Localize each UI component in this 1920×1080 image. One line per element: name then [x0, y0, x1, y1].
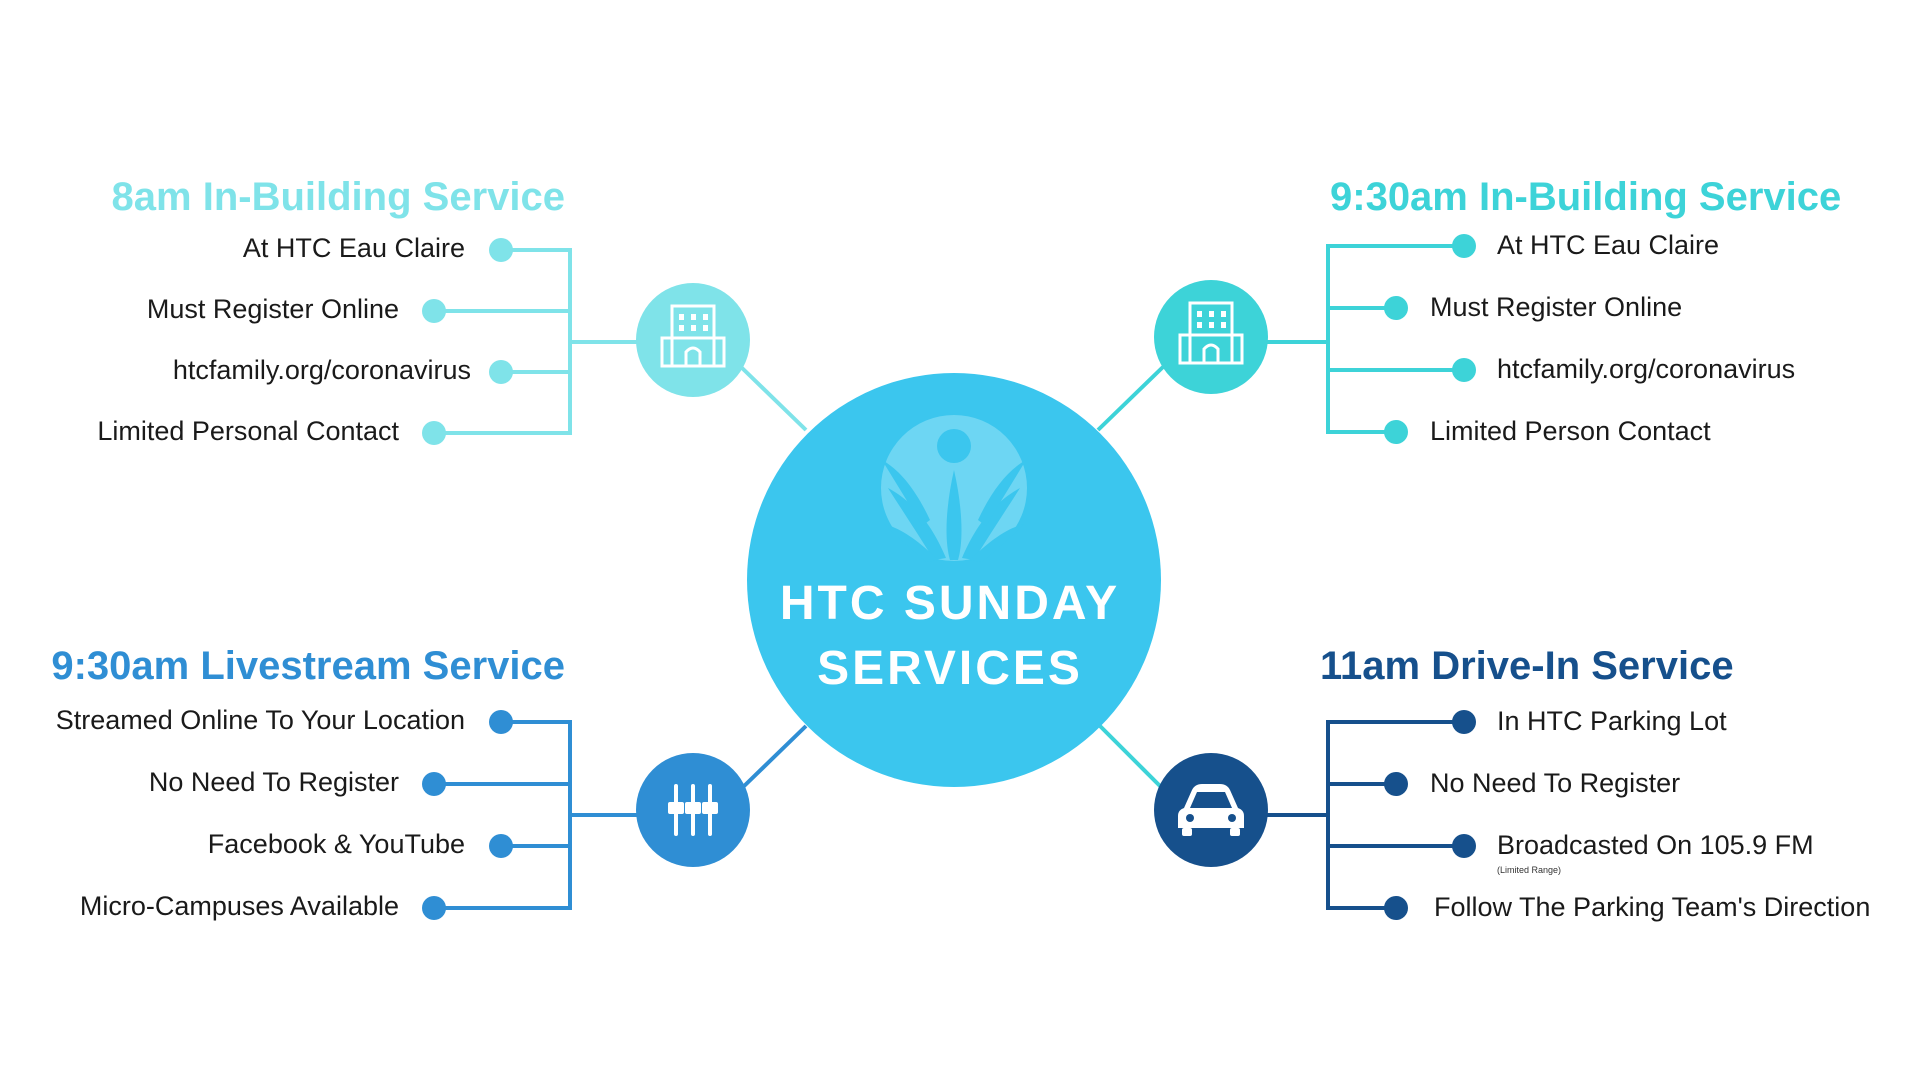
branch-item: In HTC Parking Lot: [1497, 706, 1727, 736]
branch-item: Limited Person Contact: [1430, 416, 1711, 446]
bullet-dot: [1452, 234, 1476, 258]
bullet-dot: [489, 360, 513, 384]
bullet-dot: [422, 772, 446, 796]
branch-item: Micro-Campuses Available: [79, 891, 399, 921]
branch-item: Must Register Online: [1430, 292, 1683, 322]
branch-item: Streamed Online To Your Location: [55, 705, 465, 735]
branch-item: At HTC Eau Claire: [242, 233, 465, 263]
branch-title-bottom-left: 9:30am Livestream Service: [51, 644, 565, 688]
connectors-bottom-left: [434, 720, 808, 910]
bullet-dot: [422, 896, 446, 920]
hub-circle-top-right: [1154, 280, 1268, 394]
branch-item: At HTC Eau Claire: [1497, 230, 1720, 260]
dots-bottom-right: [1384, 710, 1476, 920]
connectors-top-right: [1096, 244, 1464, 434]
church-leaves-logo-icon: [881, 415, 1027, 562]
bullet-dot: [489, 710, 513, 734]
branch-item: No Need To Register: [1430, 768, 1681, 798]
branch-item: Must Register Online: [146, 294, 399, 324]
dots-bottom-left: [422, 710, 513, 920]
dots-top-left: [422, 238, 513, 445]
branch-item: Broadcasted On 105.9 FM: [1497, 830, 1814, 860]
branch-item: htcfamily.org/coronavirus: [1497, 354, 1796, 384]
building-icon: [1178, 301, 1244, 365]
range-note: (Limited Range): [1497, 865, 1562, 875]
building-icon: [660, 304, 726, 368]
branch-title-bottom-right: 11am Drive-In Service: [1320, 644, 1734, 688]
center-title-line1: HTC SUNDAY: [779, 577, 1121, 630]
connector-center-bottom-right: [1098, 724, 1166, 792]
branch-item: Limited Personal Contact: [97, 416, 399, 446]
bullet-dot: [1384, 772, 1408, 796]
bullet-dot: [1452, 358, 1476, 382]
bullet-dot: [1384, 296, 1408, 320]
mixer-sliders-icon: [668, 784, 718, 836]
hub-circle-top-left: [636, 283, 750, 397]
car-icon: [1178, 784, 1244, 836]
dots-top-right: [1384, 234, 1476, 444]
bullet-dot: [422, 299, 446, 323]
branch-title-top-left: 8am In-Building Service: [111, 175, 565, 219]
branch-item: htcfamily.org/coronavirus: [172, 355, 471, 385]
bullet-dot: [1384, 896, 1408, 920]
branch-item: Facebook & YouTube: [207, 829, 465, 859]
branch-item: No Need To Register: [148, 767, 399, 797]
connectors-bottom-right: [1260, 720, 1464, 910]
bullet-dot: [1384, 420, 1408, 444]
center-title-line2: SERVICES: [817, 642, 1083, 695]
branch-title-top-right: 9:30am In-Building Service: [1330, 175, 1842, 219]
connectors-top-left: [434, 248, 808, 435]
center-circle: [747, 373, 1161, 787]
branch-item: Follow The Parking Team's Direction: [1434, 892, 1871, 922]
bullet-dot: [1452, 834, 1476, 858]
bullet-dot: [489, 238, 513, 262]
bullet-dot: [489, 834, 513, 858]
bullet-dot: [422, 421, 446, 445]
bullet-dot: [1452, 710, 1476, 734]
